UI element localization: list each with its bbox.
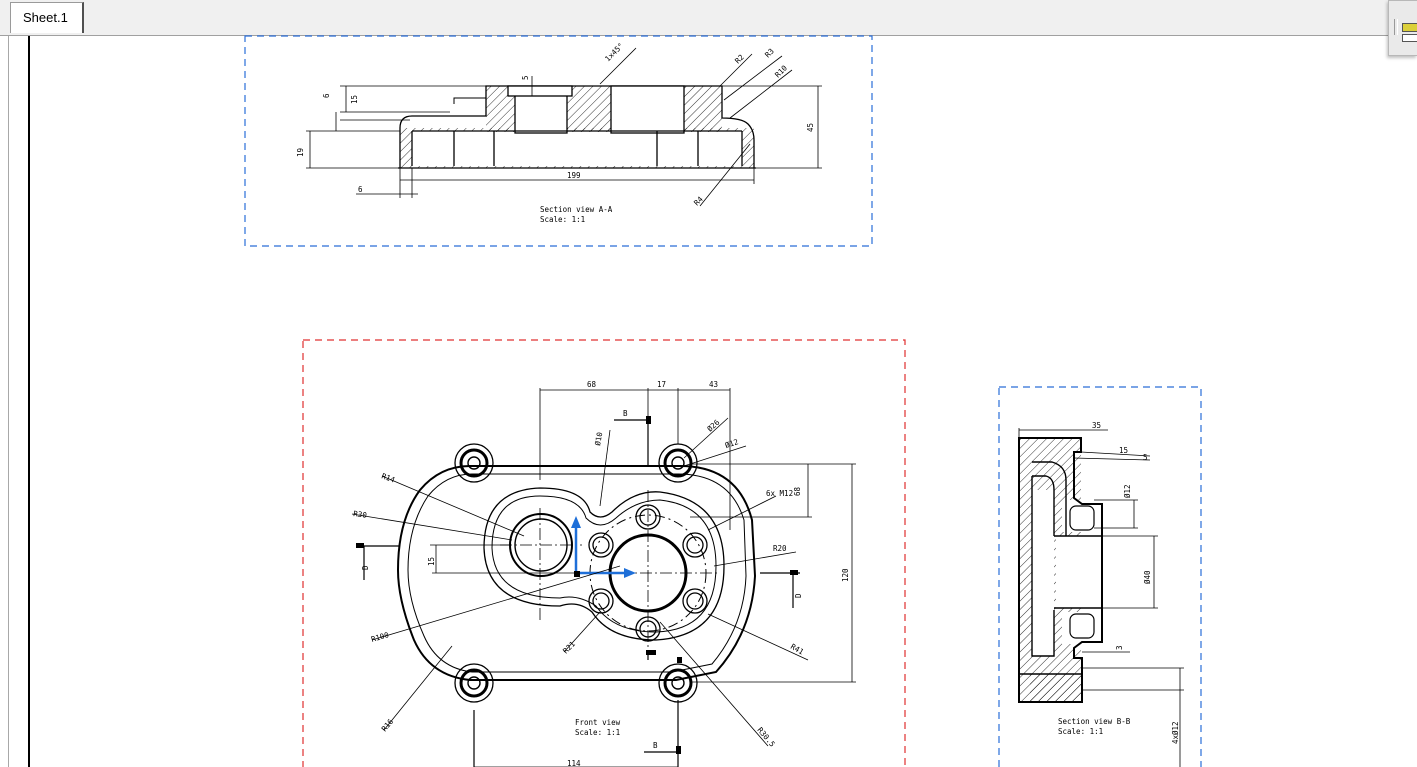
caption-b-b-line2: Scale: 1:1 xyxy=(1058,727,1103,736)
dim-r14: R14 xyxy=(380,471,396,484)
dim-6-bottom: 6 xyxy=(358,185,363,194)
view-frame-a-a xyxy=(244,35,873,247)
section-label-d-right: D xyxy=(794,593,803,598)
left-window-frame xyxy=(8,36,9,767)
dim-m12: 6x M12 xyxy=(766,489,793,498)
caption-front-line2: Scale: 1:1 xyxy=(575,728,620,737)
sheet-icon[interactable] xyxy=(1402,23,1417,32)
section-label-b-bottom: B xyxy=(653,741,658,750)
axis-system-icon xyxy=(571,516,636,578)
floating-toolbar[interactable] xyxy=(1388,0,1417,56)
sheet-tab-bar: Sheet.1 xyxy=(0,0,1417,36)
dim-114: 114 xyxy=(567,759,581,767)
dim-6-top: 6 xyxy=(322,93,331,98)
dim-r30: R30 xyxy=(353,509,368,520)
section-view-b-b[interactable]: 35 15 5 Ø12 Ø40 3 4xØ12 Section view B-B… xyxy=(998,386,1202,767)
dim-r30-5: R30.5 xyxy=(755,726,776,749)
dim-r3: R3 xyxy=(763,47,776,60)
dim-phi40: Ø40 xyxy=(1143,570,1152,584)
section-label-b-top: B xyxy=(623,409,628,418)
dim-15-bb: 15 xyxy=(1119,446,1128,455)
dim-phi10: Ø10 xyxy=(593,431,604,446)
dim-chamfer: 1x45° xyxy=(603,41,625,63)
dim-phi26: Ø26 xyxy=(705,417,721,433)
dim-3: 3 xyxy=(1115,645,1124,650)
dim-r10: R10 xyxy=(773,63,789,79)
caption-b-b-line1: Section view B-B xyxy=(1058,717,1131,726)
dim-5-bb: 5 xyxy=(1143,453,1148,462)
view-frame-b-b xyxy=(998,386,1202,767)
view-icon[interactable] xyxy=(1402,34,1417,42)
dim-phi12: Ø12 xyxy=(724,437,740,450)
tab-sheet-1[interactable]: Sheet.1 xyxy=(10,2,84,33)
caption-front-line1: Front view xyxy=(575,718,621,727)
dim-19: 19 xyxy=(296,148,305,157)
dim-68-vertical: 68 xyxy=(793,486,802,496)
toolbar-grip-icon[interactable] xyxy=(1394,19,1398,35)
dim-4x-phi12: 4xØ12 xyxy=(1171,721,1180,744)
dim-45: 45 xyxy=(806,123,815,132)
drawing-border-line xyxy=(28,36,30,767)
dim-35: 35 xyxy=(1092,421,1101,430)
dim-r20: R20 xyxy=(773,544,787,553)
dim-r100: R100 xyxy=(370,630,390,644)
dim-68: 68 xyxy=(587,380,597,389)
dim-199: 199 xyxy=(567,171,581,180)
caption-a-a-line2: Scale: 1:1 xyxy=(540,215,585,224)
dim-r2: R2 xyxy=(733,53,746,66)
dim-phi12-bb: Ø12 xyxy=(1123,484,1132,498)
dim-r21: R21 xyxy=(561,639,577,655)
dim-15: 15 xyxy=(350,95,359,104)
dim-120: 120 xyxy=(841,568,850,582)
dim-r41: R41 xyxy=(789,642,805,657)
dim-43: 43 xyxy=(709,380,718,389)
caption-a-a-line1: Section view A-A xyxy=(540,205,613,214)
section-label-d-left: D xyxy=(361,565,370,570)
dim-5: 5 xyxy=(521,75,530,80)
dim-15-front: 15 xyxy=(427,557,436,566)
section-view-a-a[interactable]: 6 15 19 6 5 1x45° R2 R3 R10 R4 45 199 Se… xyxy=(244,35,873,247)
front-view[interactable]: 68 17 43 B Ø10 Ø26 Ø12 R14 R30 15 D R100… xyxy=(302,339,906,767)
dim-r4: R4 xyxy=(692,194,705,207)
view-frame-front xyxy=(302,339,906,767)
dim-17: 17 xyxy=(657,380,666,389)
